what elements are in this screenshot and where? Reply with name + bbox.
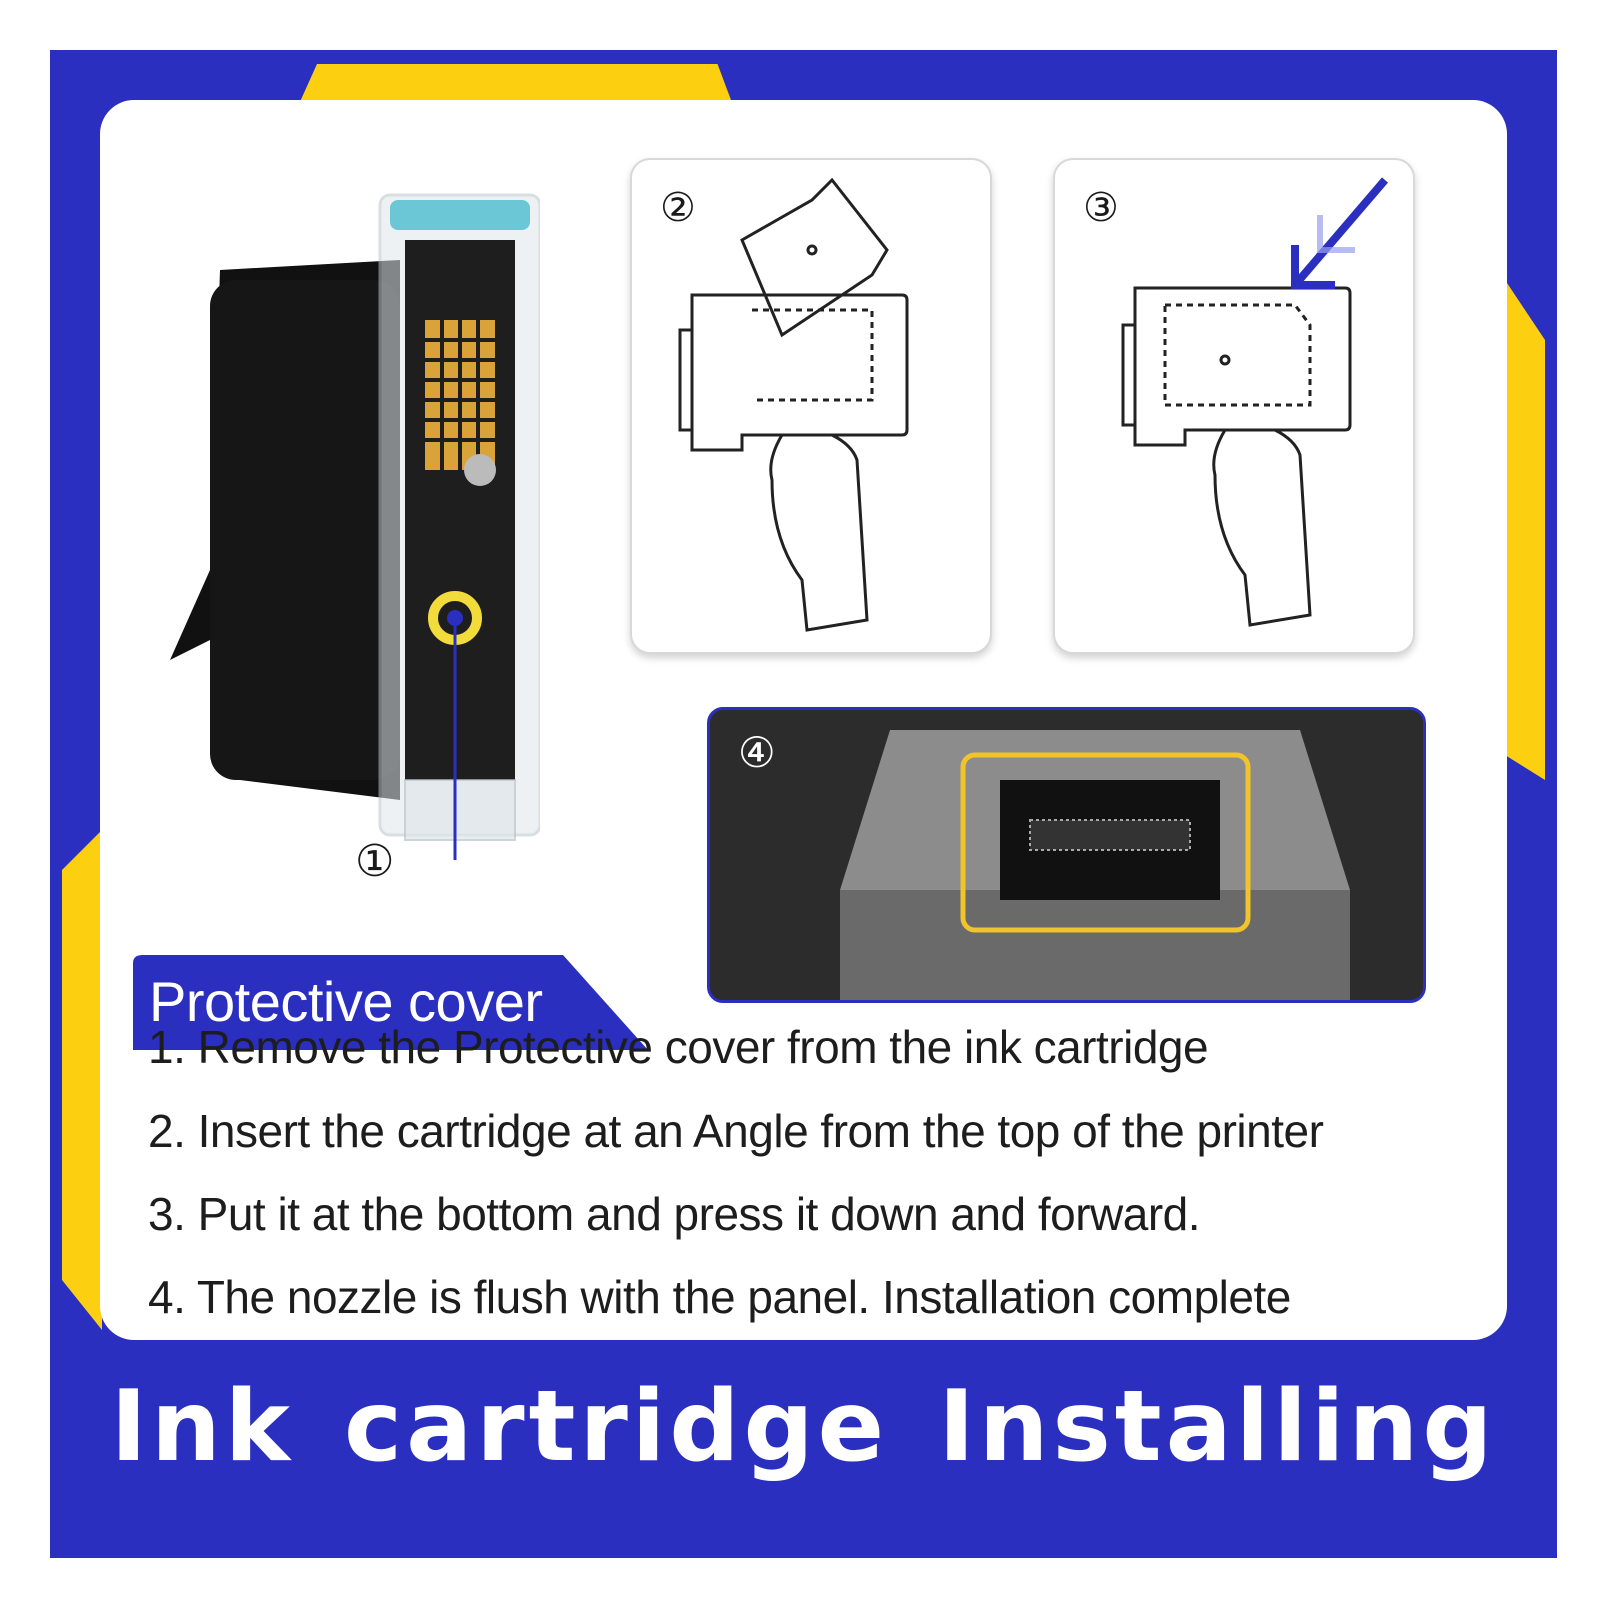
ink-cartridge-image — [150, 140, 542, 960]
handheld-printer-insert-angle-icon — [678, 177, 909, 632]
step-text-2: 2. Insert the cartridge at an Angle from… — [148, 1105, 1324, 1157]
handheld-printer-press-down-icon — [1121, 177, 1389, 627]
step-text-1: 1. Remove the Protective cover from the … — [148, 1021, 1209, 1073]
step-3-panel: ③ — [1053, 158, 1415, 654]
step-text-4: 4. The nozzle is flush with the panel. I… — [148, 1271, 1291, 1323]
step-text-3: 3. Put it at the bottom and press it dow… — [148, 1188, 1201, 1240]
nozzle-flush-photo — [710, 710, 1423, 1000]
instruction-card: ① Protective cover ② ③ — [100, 100, 1507, 1340]
step-number-4: ④ — [738, 728, 776, 777]
yellow-accent-left — [62, 830, 102, 1330]
step-number-2: ② — [660, 185, 696, 231]
yellow-accent-right — [1505, 280, 1545, 780]
step-4-photo: ④ — [707, 707, 1426, 1003]
banner-frame: ① Protective cover ② ③ — [50, 50, 1557, 1558]
step-number-1: ① — [355, 836, 395, 887]
step-number-3: ③ — [1083, 185, 1119, 231]
step-2-panel: ② — [630, 158, 992, 654]
protective-cover-callout: Protective cover — [133, 955, 653, 1050]
protective-cover-label: Protective cover — [149, 970, 543, 1033]
banner-title: Ink cartridge Installing — [110, 1370, 1497, 1484]
